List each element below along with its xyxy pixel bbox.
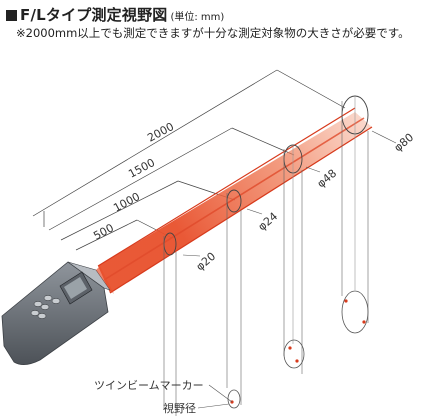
device-button bbox=[43, 295, 53, 301]
marker-dots bbox=[230, 299, 366, 404]
diameter-label-48: φ48 bbox=[315, 167, 340, 191]
title-row: F/Lタイプ測定視野図 (単位: mm) bbox=[6, 4, 224, 25]
device-screen bbox=[64, 277, 87, 299]
thermometer-device bbox=[1, 261, 114, 365]
leader-phi20 bbox=[182, 254, 201, 257]
ruler-1000 bbox=[60, 180, 179, 241]
device-button bbox=[33, 301, 43, 307]
ruler-2000-end bbox=[276, 69, 346, 109]
diameter-label-20: φ20 bbox=[194, 250, 219, 274]
marker-dot bbox=[288, 346, 292, 350]
title-square-icon bbox=[6, 10, 17, 21]
beam-center-line bbox=[103, 117, 365, 281]
device-button bbox=[40, 304, 50, 310]
ruler-500 bbox=[75, 219, 138, 251]
marker-dot bbox=[362, 320, 366, 324]
legend-leader-diameter bbox=[197, 403, 230, 409]
device-lens bbox=[96, 266, 114, 294]
measurement-beam bbox=[98, 112, 372, 293]
leader-phi48 bbox=[305, 166, 321, 173]
field-diameter-ellipses bbox=[227, 290, 369, 409]
diameter-label-80: φ80 bbox=[392, 131, 417, 155]
field-diameter-1500 bbox=[283, 339, 305, 369]
distance-label-2000: 2000 bbox=[145, 120, 176, 145]
legend: ツインビームマーカー 視野径 bbox=[94, 379, 233, 415]
beam-edge-top bbox=[97, 107, 356, 267]
note-text: ※2000mm以上でも測定できますが十分な測定対象物の大きさが必要です。 bbox=[16, 26, 410, 40]
distance-labels: 2000 1500 1000 500 bbox=[91, 120, 176, 243]
ruler-1500-end bbox=[231, 127, 295, 156]
device-button bbox=[37, 313, 47, 319]
device-button bbox=[51, 298, 61, 304]
ruler-1500 bbox=[48, 127, 233, 231]
leader-phi80 bbox=[371, 130, 397, 144]
leader-phi24 bbox=[246, 208, 263, 215]
projection-lines bbox=[163, 96, 369, 416]
legend-twin-beam-marker: ツインビームマーカー bbox=[94, 379, 204, 392]
header: F/Lタイプ測定視野図 (単位: mm) bbox=[6, 4, 224, 25]
field-diameter-2000 bbox=[341, 290, 369, 334]
marker-dot bbox=[295, 359, 299, 363]
legend-leader-marker bbox=[208, 384, 233, 403]
legend-field-diameter: 視野径 bbox=[163, 401, 196, 415]
page-title: F/Lタイプ測定視野図 bbox=[20, 6, 168, 24]
distance-label-500: 500 bbox=[91, 221, 116, 242]
distance-label-1000: 1000 bbox=[111, 190, 142, 215]
distance-label-1500: 1500 bbox=[126, 156, 157, 181]
device-buttons bbox=[30, 295, 61, 319]
marker-dot bbox=[344, 299, 348, 303]
device-button bbox=[30, 310, 40, 316]
ruler-2000 bbox=[32, 69, 278, 217]
diameter-leaders bbox=[182, 130, 397, 257]
unit-label: (単位: mm) bbox=[170, 12, 225, 23]
field-diameter-500 bbox=[227, 389, 241, 409]
